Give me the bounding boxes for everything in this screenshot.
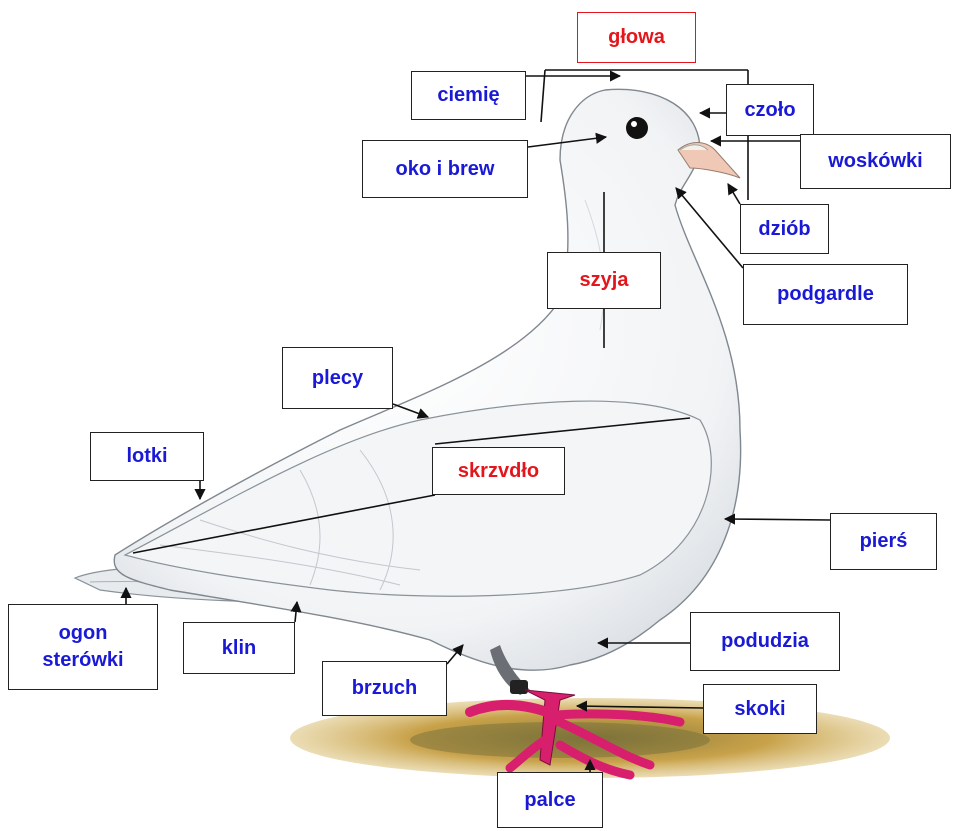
label-szyja: szyja bbox=[547, 252, 661, 309]
label-oko-i-brew: oko i brew bbox=[362, 140, 528, 198]
pointer-piers bbox=[725, 519, 830, 520]
label-skrzydlo: skrzvdło bbox=[432, 447, 565, 495]
label-palce: palce bbox=[497, 772, 603, 828]
label-klin: klin bbox=[183, 622, 295, 674]
label-ogon-sterowki: ogon sterówki bbox=[8, 604, 158, 690]
label-woskowki: woskówki bbox=[800, 134, 951, 189]
pointer-dziob bbox=[728, 184, 740, 204]
label-podudzia: podudzia bbox=[690, 612, 840, 671]
label-dziob: dziób bbox=[740, 204, 829, 254]
label-ciemie: ciemię bbox=[411, 71, 526, 120]
label-plecy: plecy bbox=[282, 347, 393, 409]
label-glowa: głowa bbox=[577, 12, 696, 63]
label-podgardle: podgardle bbox=[743, 264, 908, 325]
label-czolo: czoło bbox=[726, 84, 814, 136]
label-skoki: skoki bbox=[703, 684, 817, 734]
label-lotki: lotki bbox=[90, 432, 204, 481]
label-piers: pierś bbox=[830, 513, 937, 570]
label-brzuch: brzuch bbox=[322, 661, 447, 716]
